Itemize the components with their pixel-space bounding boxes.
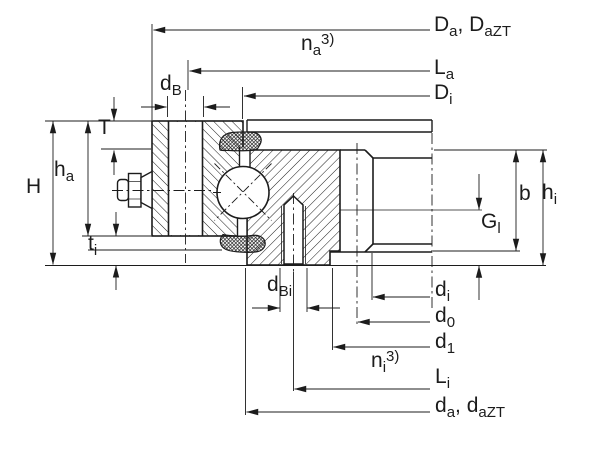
lower-seal <box>219 233 266 253</box>
dim-label-da-daZT: da, daZT <box>435 394 506 421</box>
dim-label-dBi: dBi <box>267 273 293 300</box>
mating-face-lines <box>246 119 433 133</box>
dim-label-Li: Li <box>435 365 451 392</box>
extension-lines <box>45 24 547 415</box>
dim-label-T: T <box>98 116 111 139</box>
upper-seal <box>218 131 262 152</box>
dim-label-ni: ni3) <box>371 348 400 376</box>
dim-label-b: b <box>519 182 531 205</box>
dimension-lines <box>49 26 547 416</box>
dim-label-Di: Di <box>434 81 453 108</box>
dim-label-ha: ha <box>54 158 75 185</box>
centerlines <box>112 90 433 326</box>
ball-cross-centerlines <box>214 163 272 221</box>
dim-label-d1: d1 <box>435 330 456 357</box>
internal-gear-teeth <box>330 149 432 253</box>
dim-label-La: La <box>434 56 455 83</box>
dim-label-na: na3) <box>301 31 335 59</box>
dim-label-dB: dB <box>160 72 182 99</box>
dim-label-Da-DaZT: Da, DaZT <box>434 13 512 40</box>
dim-label-ti: ti <box>88 232 98 259</box>
dim-label-hi: hi <box>542 181 558 208</box>
grease-nipple <box>116 170 153 210</box>
seals <box>218 131 266 253</box>
dim-label-d0: d0 <box>435 304 456 331</box>
bearing-structure <box>116 119 433 266</box>
dim-label-Gl: Gl <box>481 210 501 237</box>
dim-label-H: H <box>26 175 42 198</box>
dim-label-di: di <box>435 278 451 305</box>
